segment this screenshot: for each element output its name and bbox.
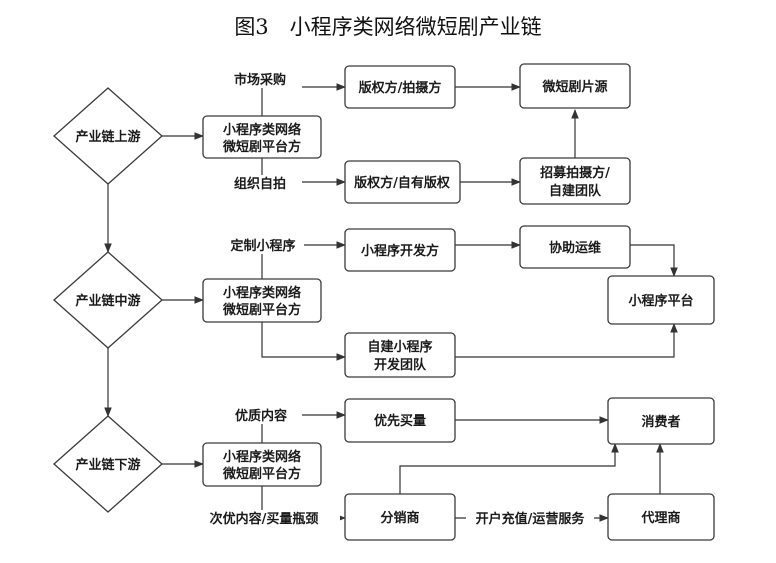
miniprogram-dev-label: 小程序开发方 (361, 243, 439, 259)
consumer-label: 消费者 (641, 414, 680, 430)
copyright-own-label: 版权方/自有版权 (354, 175, 451, 191)
edge-market-purchase (261, 83, 346, 116)
assist-ops-label: 协助运维 (549, 240, 601, 256)
distributor-label: 分销商 (380, 510, 419, 526)
platform-downstream-line1: 小程序类网络 (223, 449, 301, 465)
recruit-team-node: 招募拍摄方/ 自建团队 (519, 157, 631, 205)
copyright-shoot-label: 版权方/拍摄方 (359, 80, 442, 96)
miniprogram-platform-node: 小程序平台 (607, 275, 715, 325)
platform-midstream-line2: 微短剧平台方 (222, 302, 301, 318)
edge-assist-to-platform (630, 244, 678, 277)
recruit-team-line2: 自建团队 (549, 183, 602, 199)
copyright-own-node: 版权方/自有版权 (344, 160, 461, 204)
platform-downstream-node: 小程序类网络 微短剧平台方 (202, 442, 322, 487)
platform-midstream-node: 小程序类网络 微短剧平台方 (202, 278, 322, 323)
edge-distributor-to-consumer (399, 443, 619, 494)
platform-upstream-line2: 微短剧平台方 (222, 139, 301, 155)
platform-midstream-line1: 小程序类网络 (223, 285, 301, 301)
priority-buy-node: 优先买量 (344, 398, 456, 443)
label-self-shoot: 组织自拍 (234, 176, 286, 192)
platform-upstream-node: 小程序类网络 微短剧平台方 (202, 115, 322, 159)
platform-downstream-line2: 微短剧平台方 (222, 466, 301, 482)
midstream-node: 产业链中游 (53, 251, 163, 349)
upstream-label: 产业链上游 (75, 129, 140, 145)
film-source-label: 微短剧片源 (541, 79, 607, 95)
downstream-node: 产业链下游 (53, 415, 163, 513)
miniprogram-platform-label: 小程序平台 (628, 293, 693, 309)
self-build-node: 自建小程序 开发团队 (344, 332, 456, 378)
agent-label: 代理商 (640, 510, 680, 526)
film-source-node: 微短剧片源 (519, 63, 631, 109)
copyright-shoot-node: 版权方/拍摄方 (344, 65, 456, 109)
midstream-label: 产业链中游 (75, 293, 140, 309)
self-build-line2: 开发团队 (374, 357, 427, 373)
consumer-node: 消费者 (607, 397, 715, 445)
agent-node: 代理商 (607, 493, 715, 541)
self-build-line1: 自建小程序 (367, 339, 432, 355)
platform-upstream-line1: 小程序类网络 (223, 122, 301, 138)
assist-ops-node: 协助运维 (519, 225, 631, 269)
label-market-purchase: 市场采购 (234, 72, 286, 88)
label-recharge-ops: 开户充值/运营服务 (476, 511, 586, 527)
miniprogram-dev-node: 小程序开发方 (344, 228, 456, 272)
upstream-node: 产业链上游 (53, 87, 163, 185)
label-custom-miniprogram: 定制小程序 (229, 238, 295, 254)
label-quality-content: 优质内容 (235, 408, 287, 424)
recruit-team-line1: 招募拍摄方/ (540, 165, 610, 181)
diagram-title: 图3 小程序类网络微短剧产业链 (234, 15, 541, 39)
downstream-label: 产业链下游 (75, 457, 140, 473)
priority-buy-label: 优先买量 (374, 413, 426, 429)
edge-selfbuild-to-platform (455, 323, 678, 358)
distributor-node: 分销商 (344, 493, 456, 541)
edge-self-build (261, 322, 346, 361)
label-secondary-content: 次优内容/买量瓶颈 (210, 511, 319, 527)
